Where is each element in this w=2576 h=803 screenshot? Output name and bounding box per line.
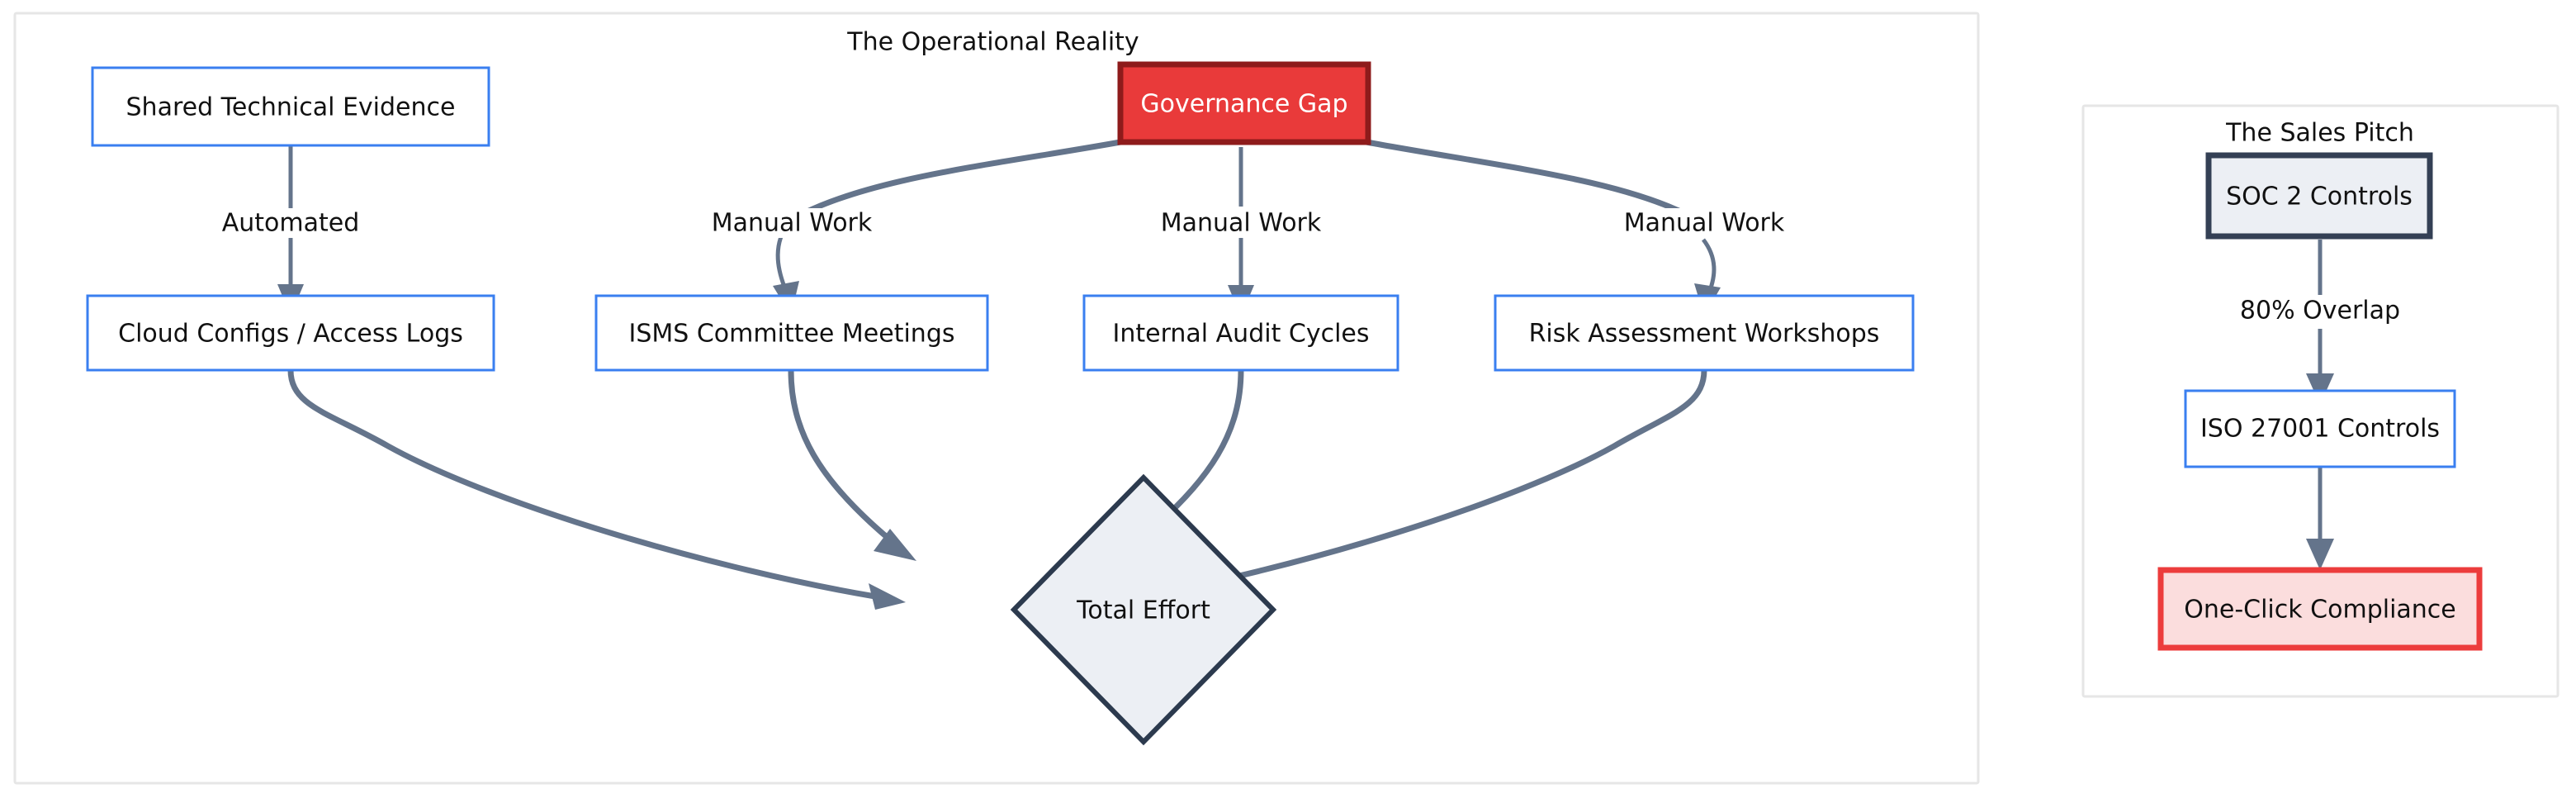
edge-soc2-to-iso27001 [2306, 240, 2334, 405]
svg-text:ISMS Committee Meetings: ISMS Committee Meetings [629, 320, 955, 349]
svg-text:Automated: Automated [222, 209, 360, 238]
svg-text:Internal Audit Cycles: Internal Audit Cycles [1113, 320, 1370, 349]
node-risk-assessment-workshops[interactable]: Risk Assessment Workshops [1494, 294, 1915, 372]
svg-text:ISO 27001 Controls: ISO 27001 Controls [2200, 415, 2440, 444]
cluster-title-operational-reality: The Operational Reality [846, 28, 1139, 57]
svg-text:Governance Gap: Governance Gap [1140, 90, 1347, 119]
edge-iso27001-to-one-click-compliance [2306, 467, 2334, 570]
node-soc2-controls[interactable]: SOC 2 Controls [2205, 152, 2433, 240]
svg-text:Shared Technical Evidence: Shared Technical Evidence [126, 93, 456, 122]
svg-text:80% Overlap: 80% Overlap [2240, 297, 2400, 325]
cluster-title-sales-pitch: The Sales Pitch [2225, 119, 2414, 148]
cluster-operational-reality [13, 12, 1980, 785]
svg-text:Total Effort: Total Effort [1076, 596, 1210, 625]
svg-text:SOC 2 Controls: SOC 2 Controls [2226, 183, 2413, 211]
edge-label-manual-work-1: Manual Work [700, 208, 883, 238]
node-internal-audit-cycles[interactable]: Internal Audit Cycles [1082, 294, 1399, 372]
edge-label-manual-work-3: Manual Work [1612, 208, 1796, 238]
svg-text:Manual Work: Manual Work [1624, 209, 1785, 238]
node-total-effort[interactable]: Total Effort [1010, 473, 1277, 746]
node-shared-technical-evidence[interactable]: Shared Technical Evidence [91, 66, 490, 147]
edge-label-automated: Automated [208, 208, 373, 238]
node-one-click-compliance[interactable]: One-Click Compliance [2157, 567, 2483, 651]
svg-text:One-Click Compliance: One-Click Compliance [2184, 596, 2456, 625]
node-cloud-configs-access-logs[interactable]: Cloud Configs / Access Logs [86, 294, 495, 372]
node-isms-committee-meetings[interactable]: ISMS Committee Meetings [594, 294, 989, 372]
edge-cloud-configs-to-total-effort [287, 369, 906, 610]
svg-text:Manual Work: Manual Work [712, 209, 873, 238]
edge-isms-meetings-to-total-effort [788, 369, 916, 561]
node-governance-gap[interactable]: Governance Gap [1117, 61, 1371, 145]
svg-text:Risk Assessment Workshops: Risk Assessment Workshops [1529, 320, 1880, 349]
svg-text:Cloud Configs / Access Logs: Cloud Configs / Access Logs [118, 320, 463, 349]
edge-label-manual-work-2: Manual Work [1149, 208, 1333, 238]
edge-label-eighty-percent-overlap: 80% Overlap [2229, 295, 2411, 326]
svg-text:Manual Work: Manual Work [1161, 209, 1322, 238]
node-iso27001-controls[interactable]: ISO 27001 Controls [2184, 389, 2456, 468]
